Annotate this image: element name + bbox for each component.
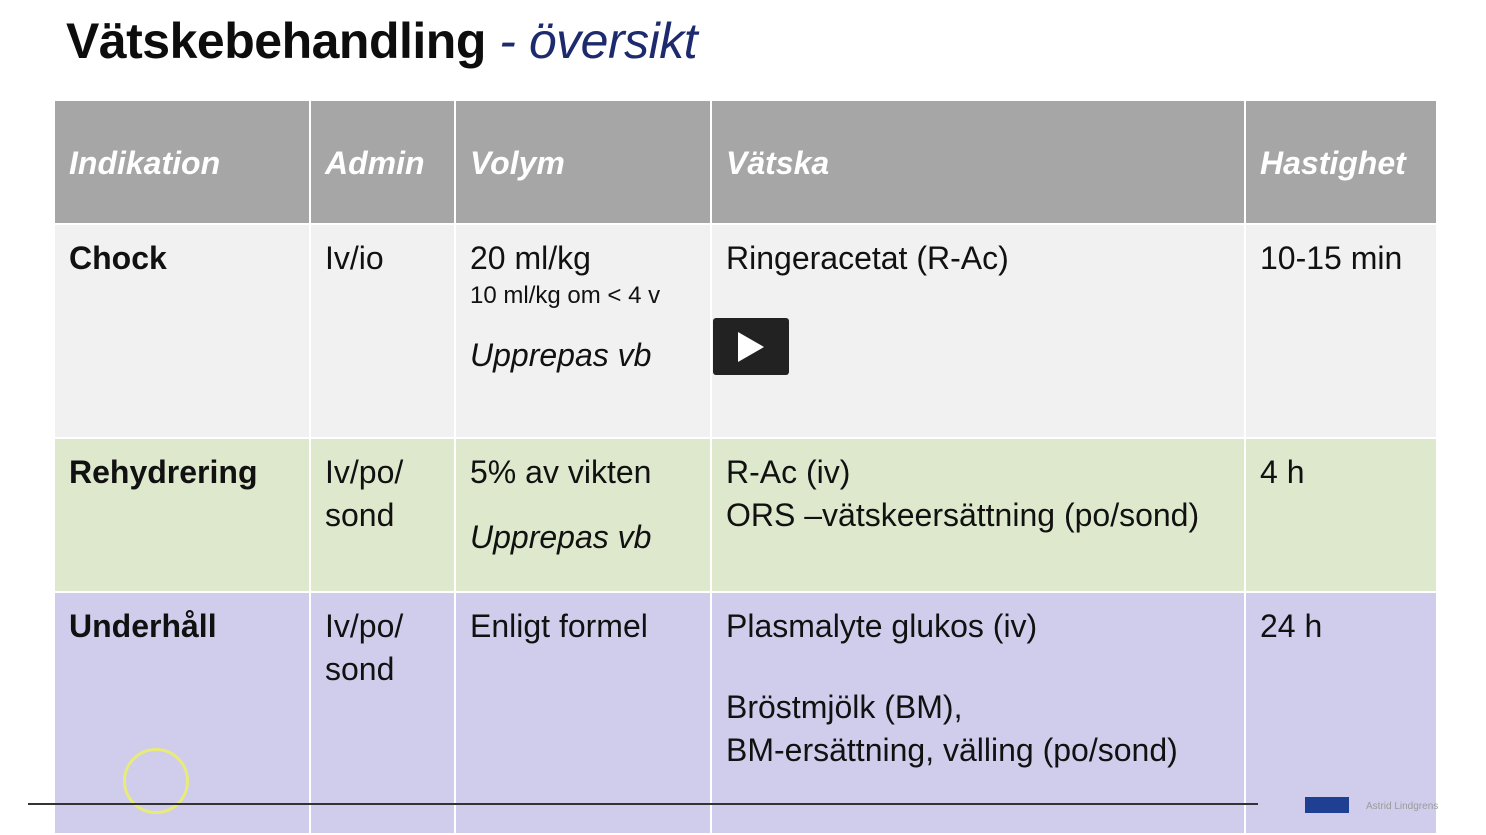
vatska-line: Ringeracetat (R-Ac) bbox=[726, 240, 1009, 276]
play-button[interactable] bbox=[713, 318, 789, 375]
vatska-line: ORS –vätskeersättning (po/sond) bbox=[726, 497, 1200, 533]
cell-volym: 5% av vikten Upprepas vb bbox=[454, 437, 712, 593]
header-indikation: Indikation bbox=[53, 99, 311, 225]
volym-note: 10 ml/kg om < 4 v bbox=[470, 282, 661, 309]
admin-line: sond bbox=[325, 651, 395, 687]
volym-value: 5% av vikten bbox=[470, 454, 652, 490]
footer-divider bbox=[28, 803, 1258, 805]
cell-vatska: Ringeracetat (R-Ac) bbox=[710, 223, 1246, 439]
admin-line: sond bbox=[325, 497, 395, 533]
cell-admin: Iv/po/ sond bbox=[309, 437, 456, 593]
play-icon bbox=[738, 331, 764, 362]
cell-admin: Iv/io bbox=[309, 223, 456, 439]
cell-hastighet: 10-15 min bbox=[1244, 223, 1438, 439]
table-header-row: Indikation Admin Volym Vätska Hastighet bbox=[53, 99, 1438, 225]
header-vatska: Vätska bbox=[710, 99, 1246, 225]
slide-title: Vätskebehandling - översikt bbox=[66, 12, 698, 70]
fluid-therapy-table: Indikation Admin Volym Vätska Hastighet … bbox=[53, 99, 1438, 835]
logo-text: Astrid Lindgrens bbox=[1366, 801, 1439, 812]
slide-title-sub: - översikt bbox=[499, 13, 698, 69]
table-row-chock: Chock Iv/io 20 ml/kg 10 ml/kg om < 4 v U… bbox=[53, 223, 1438, 439]
admin-line: Iv/po/ bbox=[325, 608, 404, 644]
volym-extra: Upprepas vb bbox=[470, 519, 652, 555]
header-volym: Volym bbox=[454, 99, 712, 225]
admin-line: Iv/po/ bbox=[325, 454, 404, 490]
cell-vatska: Plasmalyte glukos (iv) Bröstmjölk (BM), … bbox=[710, 591, 1246, 835]
cell-vatska: R-Ac (iv) ORS –vätskeersättning (po/sond… bbox=[710, 437, 1246, 593]
logo-icon bbox=[1305, 797, 1349, 813]
vatska-line: Bröstmjölk (BM), bbox=[726, 689, 963, 725]
vatska-line: R-Ac (iv) bbox=[726, 454, 851, 490]
cell-hastighet: 4 h bbox=[1244, 437, 1438, 593]
cell-volym: Enligt formel bbox=[454, 591, 712, 835]
volym-value: 20 ml/kg bbox=[470, 240, 591, 276]
cell-admin: Iv/po/ sond bbox=[309, 591, 456, 835]
header-admin: Admin bbox=[309, 99, 456, 225]
vatska-line: Plasmalyte glukos (iv) bbox=[726, 608, 1038, 644]
table-row-rehydrering: Rehydrering Iv/po/ sond 5% av vikten Upp… bbox=[53, 437, 1438, 593]
cell-indikation: Rehydrering bbox=[53, 437, 311, 593]
slide-title-main: Vätskebehandling bbox=[66, 13, 486, 69]
cell-indikation: Chock bbox=[53, 223, 311, 439]
header-hastighet: Hastighet bbox=[1244, 99, 1438, 225]
vatska-line: BM-ersättning, välling (po/sond) bbox=[726, 732, 1178, 768]
table-row-underhall: Underhåll Iv/po/ sond Enligt formel Plas… bbox=[53, 591, 1438, 835]
cell-volym: 20 ml/kg 10 ml/kg om < 4 v Upprepas vb bbox=[454, 223, 712, 439]
volym-extra: Upprepas vb bbox=[470, 337, 652, 373]
cell-hastighet: 24 h bbox=[1244, 591, 1438, 835]
